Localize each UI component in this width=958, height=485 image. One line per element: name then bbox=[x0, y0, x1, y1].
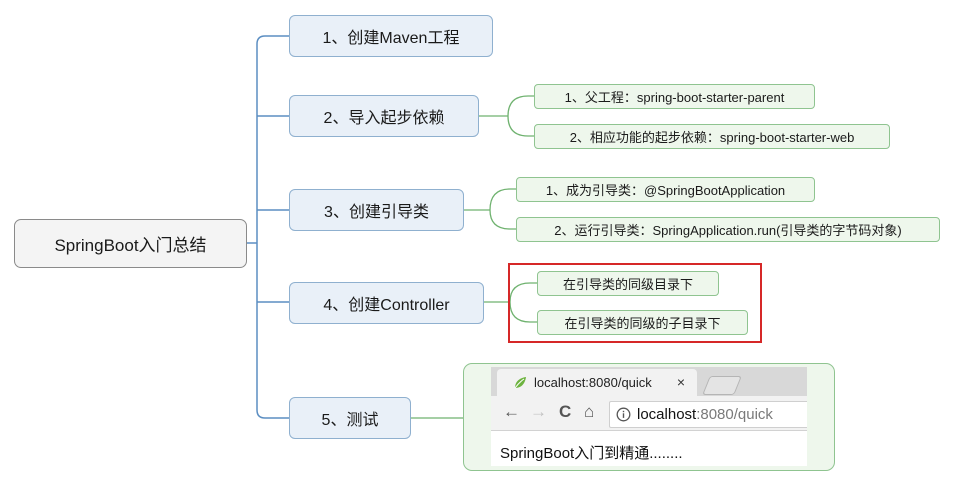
highlight-box bbox=[508, 263, 762, 343]
branch-label: 1、创建Maven工程 bbox=[322, 30, 460, 47]
tab-bar: localhost:8080/quick × bbox=[491, 367, 807, 396]
link-b3-leaves bbox=[464, 188, 516, 230]
branch-label: 2、导入起步依赖 bbox=[323, 110, 445, 127]
browser-window: localhost:8080/quick × ← → C ⌂ localhost… bbox=[491, 367, 807, 466]
branch-label: 5、测试 bbox=[321, 412, 379, 429]
address-bar[interactable]: localhost:8080/quick bbox=[609, 401, 807, 428]
link-b4-leaves bbox=[484, 282, 537, 323]
leaf-label: 在引导类的同级目录下 bbox=[562, 277, 693, 292]
reload-icon[interactable]: C bbox=[559, 402, 572, 421]
leaf-label: 1、父工程：spring-boot-starter-parent bbox=[564, 90, 785, 105]
branch-node-2[interactable]: 2、导入起步依赖 bbox=[289, 95, 479, 137]
leaf-node-same-dir[interactable]: 在引导类的同级目录下 bbox=[537, 271, 719, 296]
leaf-node-run[interactable]: 2、运行引导类：SpringApplication.run(引导类的字节码对象) bbox=[516, 217, 940, 242]
tab-title: localhost:8080/quick bbox=[534, 375, 652, 390]
leaf-node-sub-dir[interactable]: 在引导类的同级的子目录下 bbox=[537, 310, 748, 335]
address-host: localhost bbox=[637, 406, 697, 423]
branch-node-4[interactable]: 4、创建Controller bbox=[289, 282, 484, 324]
browser-tab[interactable]: localhost:8080/quick × bbox=[497, 369, 697, 396]
link-b2-leaves bbox=[479, 95, 534, 137]
leaf-label: 在引导类的同级的子目录下 bbox=[564, 316, 721, 331]
forward-arrow-icon[interactable]: → bbox=[530, 402, 547, 421]
new-tab-button[interactable] bbox=[702, 376, 742, 395]
leaf-label: 2、相应功能的起步依赖：spring-boot-starter-web bbox=[569, 130, 855, 145]
leaf-label: 1、成为引导类：@SpringBootApplication bbox=[545, 183, 786, 198]
root-label: SpringBoot入门总结 bbox=[54, 236, 207, 255]
leaf-node-starter-web[interactable]: 2、相应功能的起步依赖：spring-boot-starter-web bbox=[534, 124, 890, 149]
browser-toolbar: ← → C ⌂ localhost:8080/quick bbox=[491, 396, 807, 431]
branch-node-1[interactable]: 1、创建Maven工程 bbox=[289, 15, 493, 57]
close-icon[interactable]: × bbox=[676, 374, 685, 390]
spring-leaf-icon bbox=[514, 376, 526, 388]
spine-line bbox=[256, 35, 290, 419]
branch-node-5[interactable]: 5、测试 bbox=[289, 397, 411, 439]
leaf-node-annotation[interactable]: 1、成为引导类：@SpringBootApplication bbox=[516, 177, 815, 202]
back-arrow-icon[interactable]: ← bbox=[503, 402, 520, 421]
branch-label: 3、创建引导类 bbox=[324, 204, 429, 221]
address-path: :8080/quick bbox=[696, 406, 773, 423]
info-icon bbox=[616, 407, 631, 422]
root-node[interactable]: SpringBoot入门总结 bbox=[14, 219, 247, 268]
home-icon[interactable]: ⌂ bbox=[584, 402, 595, 421]
leaf-node-parent[interactable]: 1、父工程：spring-boot-starter-parent bbox=[534, 84, 815, 109]
branch-label: 4、创建Controller bbox=[323, 297, 450, 314]
page-content-text: SpringBoot入门到精通........ bbox=[500, 445, 683, 462]
branch-node-3[interactable]: 3、创建引导类 bbox=[289, 189, 464, 231]
leaf-label: 2、运行引导类：SpringApplication.run(引导类的字节码对象) bbox=[554, 223, 902, 238]
